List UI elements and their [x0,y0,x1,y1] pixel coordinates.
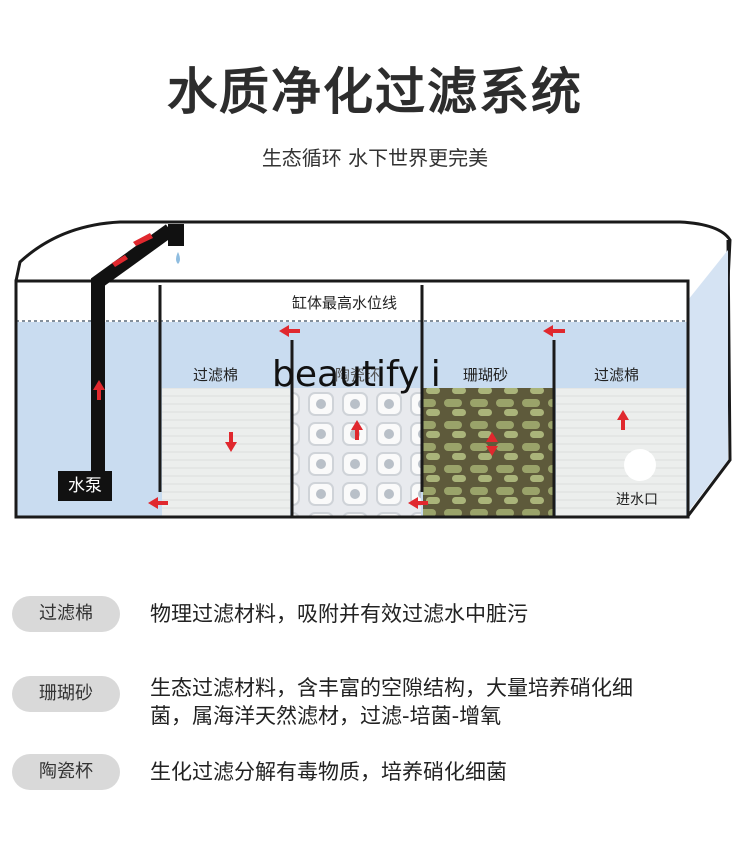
legend-description: 生化过滤分解有毒物质，培养硝化细菌 [150,760,507,784]
coral-sand-media [423,388,553,516]
page-subtitle: 生态循环 水下世界更完美 [261,146,489,170]
legend-description-line-1: 生态过滤材料，含丰富的空隙结构，大量培养硝化细 [150,676,633,700]
legend-description: 物理过滤材料，吸附并有效过滤水中脏污 [150,602,528,626]
compartment-label-2: 陶瓷环 [335,366,381,384]
compartment-label-4: 过滤棉 [594,366,640,384]
arrow-left-icon-3 [408,497,428,509]
legend-tag: 过滤棉 [12,596,120,632]
max-level-label: 缸体最高水位线 [292,294,398,312]
arrow-pipe-icon-2 [112,255,128,267]
tank-top-outline [14,220,732,282]
filter-cotton-media-2 [556,388,686,516]
compartment-label-1: 过滤棉 [193,366,239,384]
water-inlet-icon [624,449,656,481]
legend-tag: 陶瓷杯 [12,754,120,790]
legend-description-line-2: 菌，属海洋天然滤材，过滤-培菌-增氧 [150,704,502,728]
watermark-text: beautify i [272,354,441,395]
filter-tank-diagram [14,220,732,519]
arrow-up-icon-2 [351,420,363,440]
compartment-label-3: 珊瑚砂 [463,366,509,384]
arrow-left-icon-4 [543,325,565,337]
arrow-up-small-icon [486,432,498,442]
inlet-label: 进水口 [616,492,658,508]
flow-arrows [93,233,629,509]
ceramic-ring-media [293,388,421,516]
tank-side-water [688,250,728,512]
arrow-left-icon [148,497,168,509]
page-title: 水质净化过滤系统 [167,63,583,121]
water-drop-icon [176,252,180,264]
arrow-left-icon-2 [279,325,300,337]
arrow-up-icon [93,380,105,400]
tank-frame [14,279,690,519]
tank-side-outline [686,239,732,517]
arrow-pipe-icon [133,233,153,246]
filter-cotton-media [162,388,290,516]
arrow-down-small-icon [486,446,498,456]
pipe-outlet [168,224,184,246]
arrow-up-icon-3 [617,410,629,430]
pump-pipe [91,224,175,478]
pump-label: 水泵 [58,471,112,501]
legend-tag: 珊瑚砂 [12,676,120,712]
arrow-down-icon [225,432,237,452]
